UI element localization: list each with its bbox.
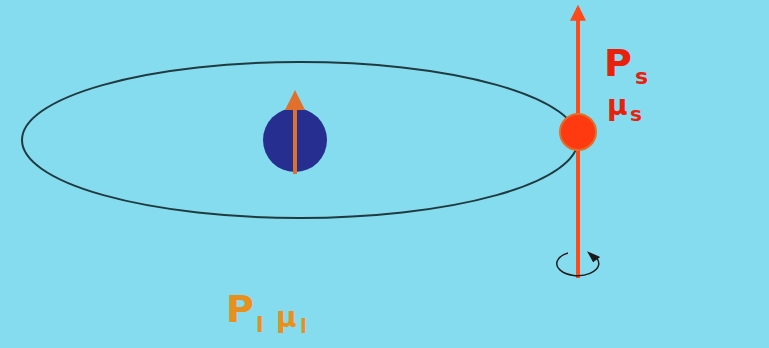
electron <box>560 114 596 150</box>
momentum-symbol: P <box>226 290 254 328</box>
moment-symbol: μ <box>276 304 297 332</box>
orbit-ellipse <box>22 62 578 218</box>
subscript: l <box>300 316 307 336</box>
spin-rotation-head <box>587 249 601 263</box>
orbital-moment-arrow <box>293 94 297 174</box>
subscript: s <box>635 66 648 88</box>
momentum-symbol: P <box>604 44 632 82</box>
subscript: s <box>630 104 642 124</box>
moment-symbol: μ <box>607 92 628 120</box>
subscript: l <box>256 314 264 336</box>
